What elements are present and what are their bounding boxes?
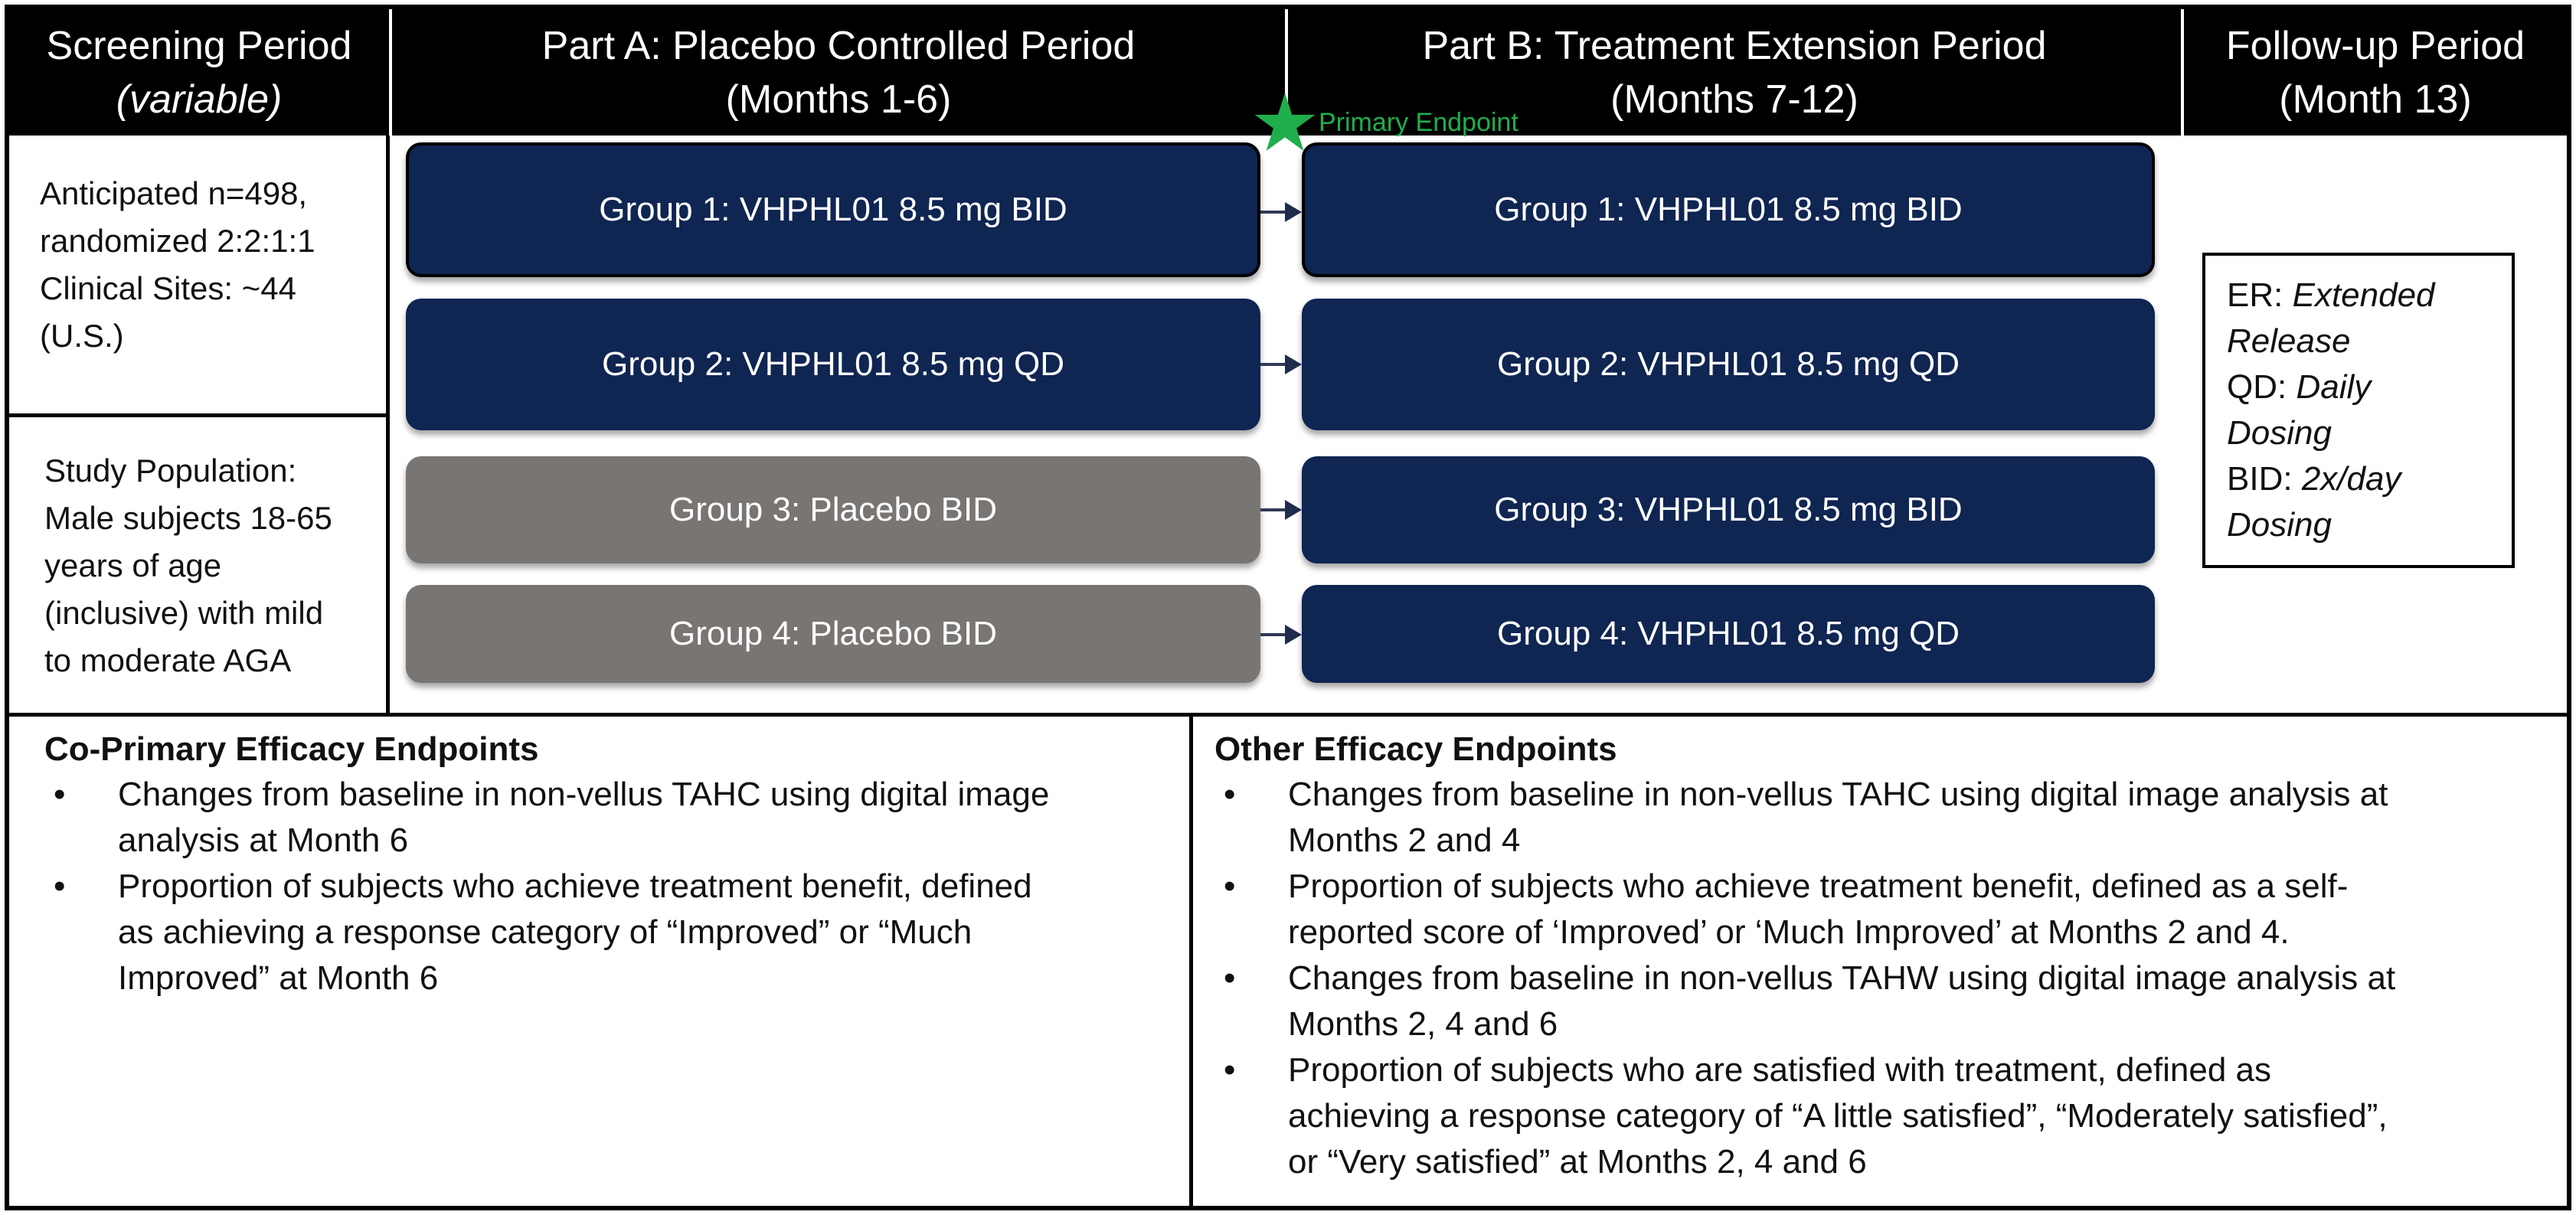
population-line: (inclusive) with mild — [44, 595, 324, 631]
study-population: Study Population: Male subjects 18-65 ye… — [44, 447, 386, 684]
header-part-a-subtitle: (Months 1-6) — [725, 77, 952, 122]
part-a-group-1: Group 1: VHPHL01 8.5 mg BID — [406, 142, 1260, 277]
part-a-group-2: Group 2: VHPHL01 8.5 mg QD — [406, 299, 1260, 430]
legend-key: ER: — [2227, 276, 2283, 314]
header-divider — [389, 18, 392, 136]
header-screening-subtitle: (variable) — [116, 77, 283, 122]
left-column-divider — [386, 136, 390, 713]
part-b-group-1: Group 1: VHPHL01 8.5 mg BID — [1302, 142, 2155, 277]
left-box-divider — [9, 413, 386, 417]
population-line: Male subjects 18-65 — [44, 500, 332, 536]
part-a-group-4: Group 4: Placebo BID — [406, 585, 1260, 683]
legend-key: QD: — [2227, 368, 2287, 406]
header-followup-subtitle: (Month 13) — [2279, 77, 2472, 122]
legend-value: Dosing — [2227, 414, 2332, 452]
legend-value: Release — [2227, 322, 2351, 360]
abbreviation-legend: ER: Extended Release QD: Daily Dosing BI… — [2202, 253, 2515, 568]
clinical-sites-region: (U.S.) — [40, 318, 124, 354]
list-item: Changes from baseline in non-vellus TAHC… — [44, 772, 1178, 864]
legend-value: 2x/day — [2301, 460, 2401, 498]
list-item: Proportion of subjects who are satisfied… — [1214, 1047, 2562, 1185]
legend-entry-bid: BID: 2x/day — [2227, 456, 2490, 502]
header-part-a-title: Part A: Placebo Controlled Period — [541, 23, 1136, 68]
transition-arrow-2 — [1260, 354, 1302, 374]
endpoints-divider — [9, 713, 2567, 717]
endpoints-column-divider — [1189, 713, 1193, 1210]
item-line: or “Very satisfied” at Months 2, 4 and 6 — [1288, 1143, 1867, 1181]
item-line: Months 2, 4 and 6 — [1288, 1005, 1558, 1043]
list-item: Changes from baseline in non-vellus TAHC… — [1214, 772, 2562, 864]
transition-arrow-3 — [1260, 500, 1302, 520]
item-line: Proportion of subjects who achieve treat… — [118, 867, 1032, 905]
item-line: Improved” at Month 6 — [118, 959, 439, 997]
transition-arrow-1 — [1260, 202, 1302, 222]
part-b-group-3: Group 3: VHPHL01 8.5 mg BID — [1302, 456, 2155, 563]
legend-key: BID: — [2227, 460, 2293, 498]
part-a-group-3: Group 3: Placebo BID — [406, 456, 1260, 563]
item-line: as achieving a response category of “Imp… — [118, 913, 973, 951]
list-item: Proportion of subjects who achieve treat… — [44, 864, 1178, 1001]
item-line: Proportion of subjects who achieve treat… — [1288, 867, 2349, 905]
other-list: Changes from baseline in non-vellus TAHC… — [1214, 772, 2562, 1185]
legend-value: Daily — [2296, 368, 2372, 406]
coprimary-list: Changes from baseline in non-vellus TAHC… — [44, 772, 1178, 1001]
anticipated-n: Anticipated n=498, — [40, 175, 308, 211]
part-b-group-4: Group 4: VHPHL01 8.5 mg QD — [1302, 585, 2155, 683]
header-followup: Follow-up Period (Month 13) — [2184, 9, 2567, 136]
randomization-ratio: randomized 2:2:1:1 — [40, 223, 315, 259]
legend-entry-qd: QD: Daily — [2227, 364, 2490, 410]
coprimary-endpoints: Co-Primary Efficacy Endpoints Changes fr… — [44, 727, 1178, 1001]
header-divider — [1285, 18, 1288, 136]
legend-value: Extended — [2292, 276, 2435, 314]
other-endpoints: Other Efficacy Endpoints Changes from ba… — [1214, 727, 2562, 1185]
item-line: reported score of ‘Improved’ or ‘Much Im… — [1288, 913, 2290, 951]
legend-value: Dosing — [2227, 506, 2332, 544]
header-divider — [2181, 18, 2184, 136]
clinical-sites: Clinical Sites: ~44 — [40, 270, 296, 306]
population-line: Study Population: — [44, 452, 297, 488]
primary-endpoint-label: Primary Endpoint — [1319, 108, 1518, 137]
population-line: to moderate AGA — [44, 642, 292, 678]
enrollment-info: Anticipated n=498, randomized 2:2:1:1 Cl… — [40, 170, 384, 360]
header-part-b-title: Part B: Treatment Extension Period — [1422, 23, 2047, 68]
header-followup-title: Follow-up Period — [2225, 23, 2525, 68]
item-line: achieving a response category of “A litt… — [1288, 1097, 2388, 1135]
other-title: Other Efficacy Endpoints — [1214, 730, 1617, 768]
list-item: Proportion of subjects who achieve treat… — [1214, 864, 2562, 955]
header-screening-period: Screening Period (variable) — [9, 9, 389, 136]
header-screening-title: Screening Period — [46, 23, 352, 68]
part-b-group-2: Group 2: VHPHL01 8.5 mg QD — [1302, 299, 2155, 430]
transition-arrow-4 — [1260, 625, 1302, 645]
list-item: Changes from baseline in non-vellus TAHW… — [1214, 955, 2562, 1047]
item-line: Changes from baseline in non-vellus TAHC… — [1288, 776, 2388, 813]
header-part-a: Part A: Placebo Controlled Period (Month… — [392, 9, 1285, 136]
header-part-b-subtitle: (Months 7-12) — [1610, 77, 1858, 122]
item-line: Changes from baseline in non-vellus TAHC… — [118, 776, 1050, 813]
item-line: Proportion of subjects who are satisfied… — [1288, 1051, 2272, 1089]
diagram-frame — [5, 5, 2571, 1210]
item-line: Changes from baseline in non-vellus TAHW… — [1288, 959, 2396, 997]
item-line: analysis at Month 6 — [118, 821, 409, 859]
population-line: years of age — [44, 547, 222, 583]
header-part-b: Part B: Treatment Extension Period (Mont… — [1288, 9, 2181, 136]
legend-entry-er: ER: Extended — [2227, 273, 2490, 318]
coprimary-title: Co-Primary Efficacy Endpoints — [44, 730, 539, 768]
item-line: Months 2 and 4 — [1288, 821, 1521, 859]
primary-endpoint-star-icon — [1253, 90, 1317, 155]
